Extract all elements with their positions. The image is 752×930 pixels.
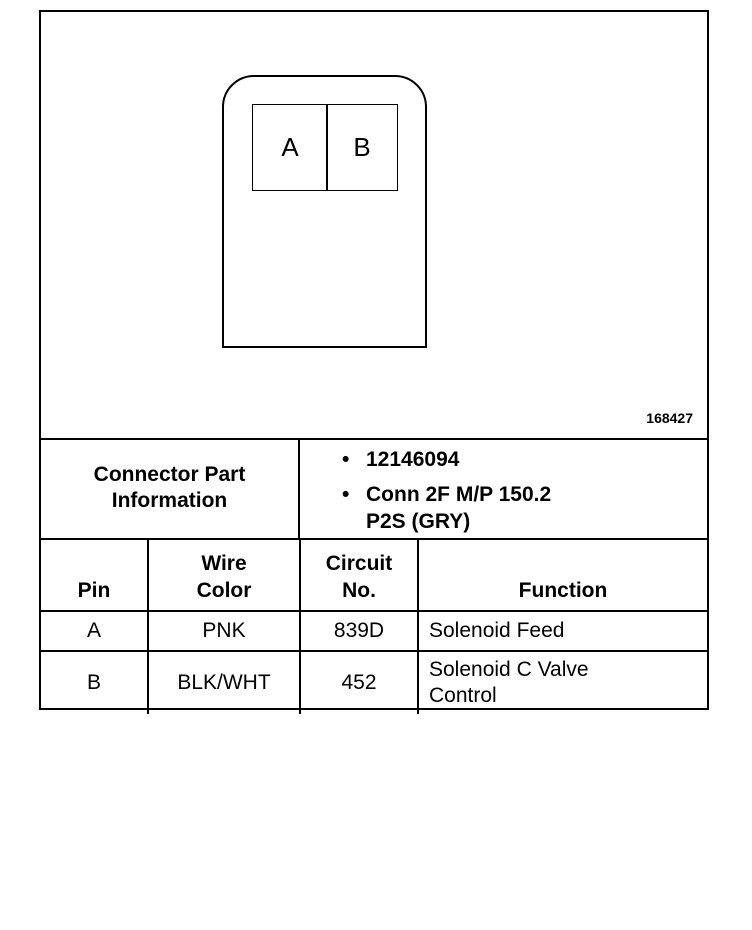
wire-color-cell: BLK/WHT [147, 650, 301, 714]
pin-table-header: Pin Wire Color Circuit No. Function [41, 538, 707, 612]
bullet-icon: • [342, 483, 350, 506]
part-info-label-line1: Connector Part [93, 463, 246, 486]
pin-table: Pin Wire Color Circuit No. Function A PN… [41, 538, 707, 714]
header-circuit-line1: Circuit [325, 552, 393, 575]
part-info-list: • 12146094 • Conn 2F M/P 150.2 P2S (GRY) [300, 446, 700, 543]
header-pin: Pin [41, 538, 149, 612]
connector-description-line1: Conn 2F M/P 150.2 [366, 483, 552, 506]
connector-diagram: A B 168427 [41, 12, 707, 440]
header-wire-line2: Color [196, 579, 252, 602]
circuit-cell: 839D [299, 610, 419, 652]
function-line1: Solenoid Feed [429, 619, 565, 642]
part-info-item: • 12146094 [300, 446, 700, 473]
cavity-b: B [326, 104, 398, 191]
part-info-item: • Conn 2F M/P 150.2 P2S (GRY) [300, 481, 700, 535]
table-row: B BLK/WHT 452 Solenoid C Valve Control [41, 650, 707, 714]
cavity-a: A [252, 104, 328, 191]
header-circuit-line2: No. [342, 579, 376, 602]
bullet-icon: • [342, 448, 350, 471]
function-line2: Control [429, 684, 497, 707]
cavity-b-label: B [353, 132, 371, 162]
part-number: 12146094 [366, 448, 460, 471]
pin-cell: B [41, 650, 149, 714]
part-info-label: Connector Part Information [41, 438, 300, 538]
pin-cell: A [41, 610, 149, 652]
wire-color-cell: PNK [147, 610, 301, 652]
connector-part-info: Connector Part Information • 12146094 • … [41, 438, 707, 540]
function-cell: Solenoid Feed [417, 610, 707, 652]
figure-number: 168427 [646, 410, 693, 426]
table-row: A PNK 839D Solenoid Feed [41, 610, 707, 652]
function-cell: Solenoid C Valve Control [417, 650, 707, 714]
header-wire-line1: Wire [201, 552, 247, 575]
header-circuit-no: Circuit No. [299, 538, 419, 612]
header-wire-color: Wire Color [147, 538, 301, 612]
connector-face: A B [222, 75, 427, 348]
circuit-cell: 452 [299, 650, 419, 714]
connector-description-line2: P2S (GRY) [366, 510, 471, 533]
cavity-a-label: A [281, 132, 299, 162]
function-line1: Solenoid C Valve [429, 658, 589, 681]
part-info-label-line2: Information [111, 489, 228, 512]
connector-info-sheet: A B 168427 Connector Part Information • … [39, 10, 709, 714]
header-function: Function [417, 538, 707, 612]
